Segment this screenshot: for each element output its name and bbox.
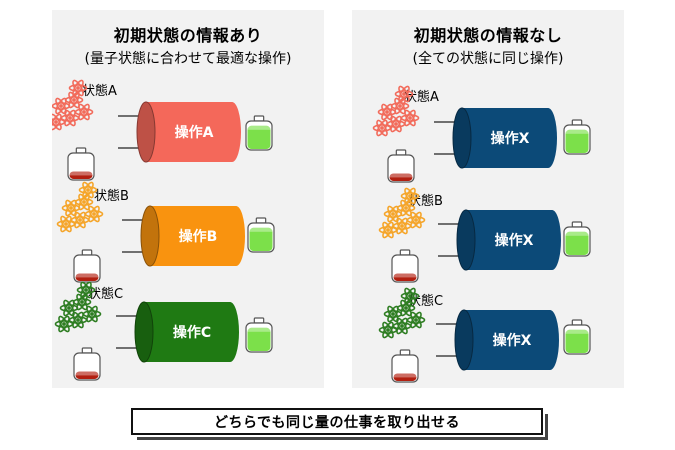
state-label-a: 状態A xyxy=(82,84,117,99)
empty-battery xyxy=(73,249,101,283)
atom-icon xyxy=(406,211,426,229)
atom-icon xyxy=(390,97,410,115)
full-battery xyxy=(245,317,273,353)
atom-cluster xyxy=(56,181,104,233)
atom-cluster xyxy=(52,79,94,131)
operation-label: 操作B xyxy=(179,228,218,245)
panel-subtitle: (全ての状態に同じ操作) xyxy=(412,51,564,67)
left-diagram: 操作A 操作B 操作C xyxy=(52,79,275,381)
operation-label: 操作C xyxy=(173,324,211,341)
atom-icon xyxy=(406,311,426,329)
right-diagram: 操作X 操作X 操作X xyxy=(372,85,591,383)
atom-icon xyxy=(396,199,416,217)
atom-icon xyxy=(377,103,397,121)
panel-with-info: 初期状態の情報あり (量子状態に合わせて最適な操作) 状態A 状態B 状態C 操… xyxy=(52,10,324,388)
operation-label: 操作X xyxy=(491,130,530,147)
operation-label: 操作A xyxy=(175,124,214,141)
atom-icon xyxy=(61,199,81,217)
atom-icon xyxy=(394,85,414,103)
empty-battery xyxy=(67,147,95,181)
atom-icon xyxy=(68,79,88,97)
atom-cluster xyxy=(378,287,426,339)
atom-cluster xyxy=(372,85,420,137)
atom-icon xyxy=(378,321,398,339)
operation-label: 操作X xyxy=(493,332,532,349)
empty-battery xyxy=(387,149,415,183)
full-battery xyxy=(563,221,591,257)
operation-cylinder: 操作B xyxy=(140,205,245,267)
atom-icon xyxy=(396,299,416,317)
empty-battery xyxy=(391,249,419,283)
empty-battery xyxy=(391,349,419,383)
atom-icon xyxy=(400,109,420,127)
atom-icon xyxy=(64,91,84,109)
atom-icon xyxy=(76,281,96,299)
state-label-b: 状態B xyxy=(94,189,129,204)
atom-icon xyxy=(400,287,420,305)
atom-icon xyxy=(400,187,420,205)
panel-title: 初期状態の情報なし xyxy=(413,26,563,45)
atom-icon xyxy=(78,181,98,199)
atom-icon xyxy=(68,311,88,329)
atom-icon xyxy=(84,205,104,223)
operation-cylinder: 操作X xyxy=(454,309,559,371)
atom-cluster xyxy=(378,187,426,239)
operation-label: 操作X xyxy=(495,232,534,249)
atom-cluster xyxy=(54,281,102,333)
atom-icon xyxy=(52,97,71,115)
full-battery xyxy=(245,115,273,151)
atom-icon xyxy=(383,205,403,223)
atom-icon xyxy=(74,103,94,121)
full-battery xyxy=(563,319,591,355)
conclusion-text: どちらでも同じ量の仕事を取り出せる xyxy=(213,414,461,431)
full-battery xyxy=(563,119,591,155)
conclusion-box: どちらでも同じ量の仕事を取り出せる xyxy=(131,408,548,440)
panel-title: 初期状態の情報あり xyxy=(113,26,263,45)
state-label-c: 状態C xyxy=(88,287,124,302)
operation-cylinder: 操作A xyxy=(136,101,241,163)
atom-icon xyxy=(72,293,92,311)
atom-icon xyxy=(54,315,74,333)
atom-icon xyxy=(82,305,102,323)
empty-battery xyxy=(73,347,101,381)
atom-icon xyxy=(383,305,403,323)
operation-cylinder: 操作X xyxy=(452,107,557,169)
operation-cylinder: 操作C xyxy=(134,301,239,363)
atom-icon xyxy=(59,299,79,317)
panel-subtitle: (量子状態に合わせて最適な操作) xyxy=(84,51,292,67)
atom-icon xyxy=(74,193,94,211)
operation-cylinder: 操作X xyxy=(456,209,561,271)
full-battery xyxy=(247,217,275,253)
